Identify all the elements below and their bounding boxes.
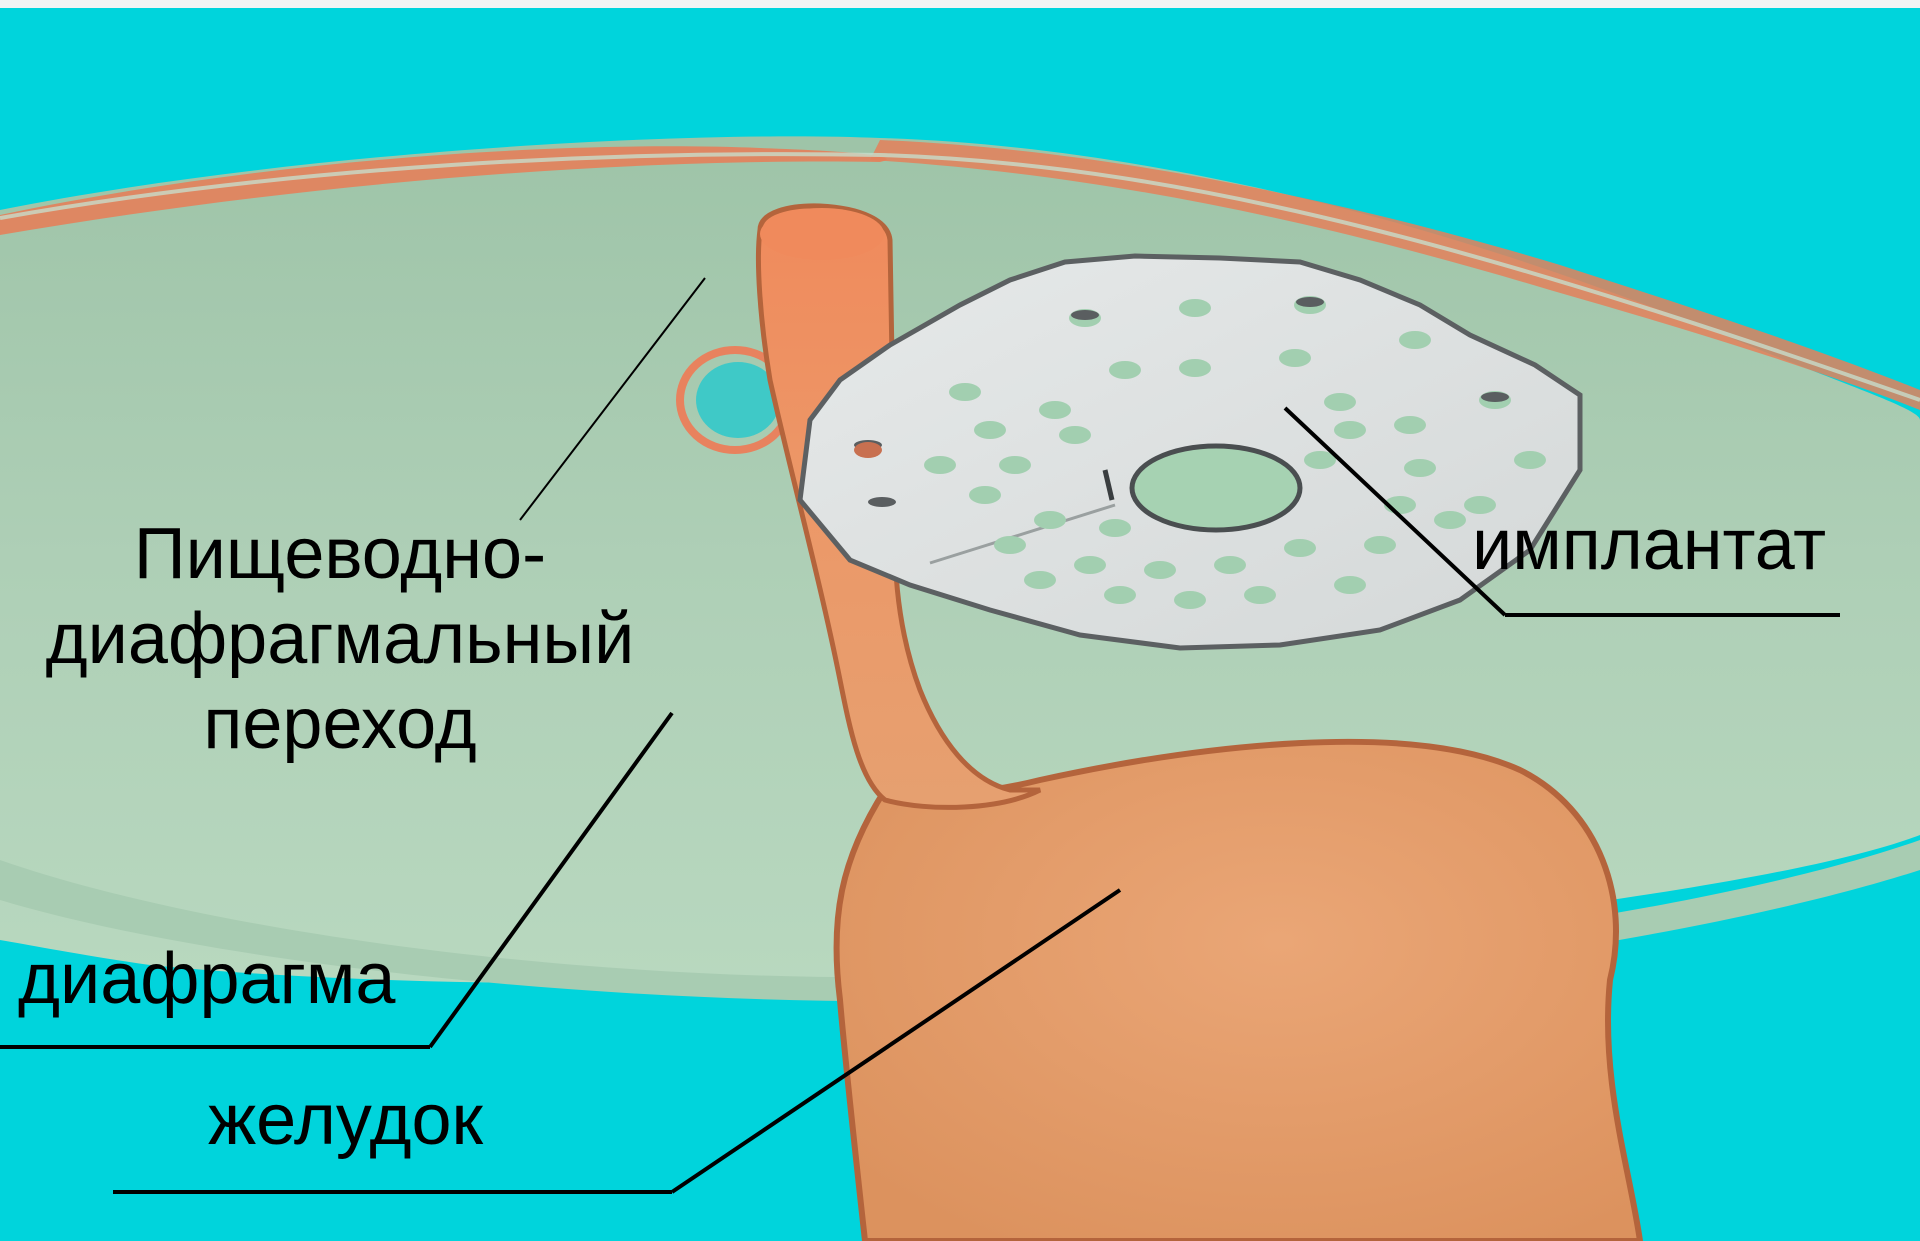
label-esophageal-junction: Пищеводно- диафрагмальный переход (20, 512, 660, 767)
implant-hole (1324, 393, 1356, 411)
implant-hole (949, 383, 981, 401)
label-diaphragm: диафрагма (18, 937, 395, 1022)
implant-hole (1104, 586, 1136, 604)
implant-hole-marked (854, 442, 882, 458)
implant-hole (1174, 591, 1206, 609)
implant-hole (1364, 536, 1396, 554)
implant-hole (1099, 519, 1131, 537)
label-junction-line2: диафрагмальный (20, 597, 660, 682)
implant-hole (1284, 539, 1316, 557)
implant-hole (974, 421, 1006, 439)
implant-hole (1244, 586, 1276, 604)
implant-hole (1179, 299, 1211, 317)
implant-hole (1034, 511, 1066, 529)
implant-hole-rim (868, 497, 896, 507)
implant-hole-rim (1296, 297, 1324, 307)
implant-hole-rim (1071, 310, 1099, 320)
implant-hole (1144, 561, 1176, 579)
implant-hole (1039, 401, 1071, 419)
implant-hole (994, 536, 1026, 554)
implant-hole (1404, 459, 1436, 477)
label-junction-line1: Пищеводно- (20, 512, 660, 597)
implant-hole (999, 456, 1031, 474)
implant-hole (1334, 576, 1366, 594)
top-window-strip (0, 0, 1920, 8)
implant-hole (1514, 451, 1546, 469)
implant-hole (1334, 421, 1366, 439)
implant-hole (1024, 571, 1056, 589)
implant-hole (1399, 331, 1431, 349)
implant-hole (1214, 556, 1246, 574)
implant-center-hole (1132, 446, 1300, 530)
implant-hole (969, 486, 1001, 504)
label-implant: имплантат (1472, 503, 1826, 588)
implant-hole-rim (1481, 392, 1509, 402)
implant-hole (1059, 426, 1091, 444)
implant-hole (924, 456, 956, 474)
stomach (836, 742, 1640, 1241)
implant-hole (1109, 361, 1141, 379)
implant-hole (1394, 416, 1426, 434)
label-junction-line3: переход (20, 682, 660, 767)
implant-hole (1179, 359, 1211, 377)
implant-hole (1434, 511, 1466, 529)
implant-hole (1074, 556, 1106, 574)
implant-hole (1279, 349, 1311, 367)
label-stomach: желудок (208, 1078, 483, 1163)
esophagus-top (760, 208, 884, 260)
